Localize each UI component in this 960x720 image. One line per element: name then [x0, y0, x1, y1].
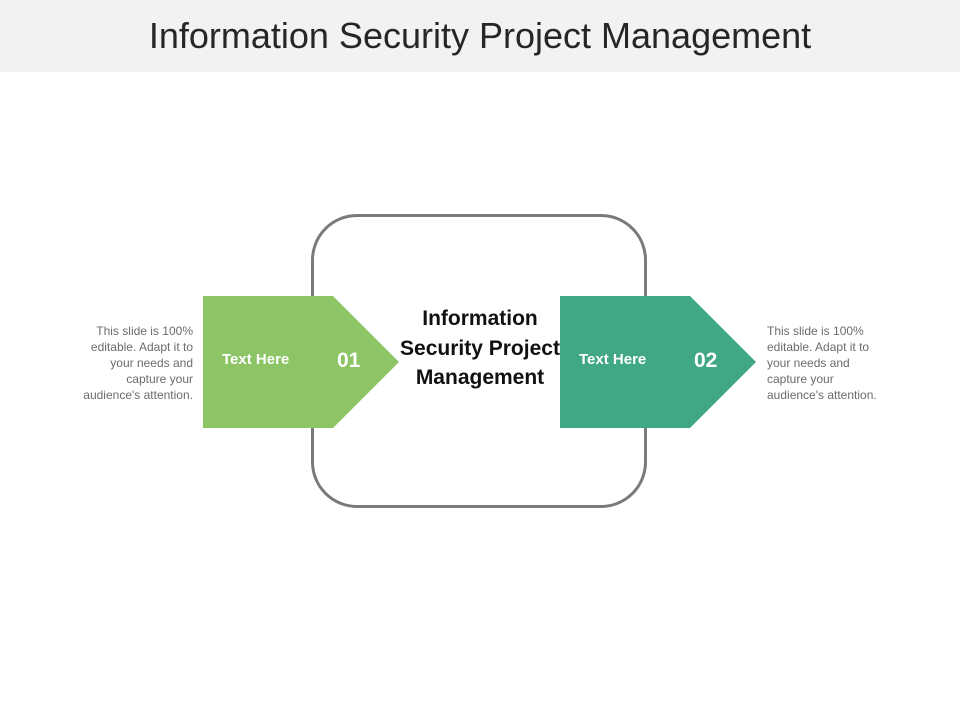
title-bar — [0, 0, 960, 72]
slide-title: Information Security Project Management — [148, 15, 812, 56]
step-arrow-1: Text Here 01 — [203, 296, 399, 428]
side-note-right: This slide is 100% editable. Adapt it to… — [767, 324, 877, 402]
step-number-2: 02 — [694, 349, 718, 372]
step-number-1: 01 — [337, 349, 361, 372]
side-note-left: This slide is 100% editable. Adapt it to… — [83, 324, 193, 402]
step-label-2: Text Here — [579, 351, 647, 368]
step-label-1: Text Here — [222, 351, 290, 368]
center-label: Information Security Project Management — [400, 307, 560, 389]
step-arrow-2: Text Here 02 — [560, 296, 756, 428]
